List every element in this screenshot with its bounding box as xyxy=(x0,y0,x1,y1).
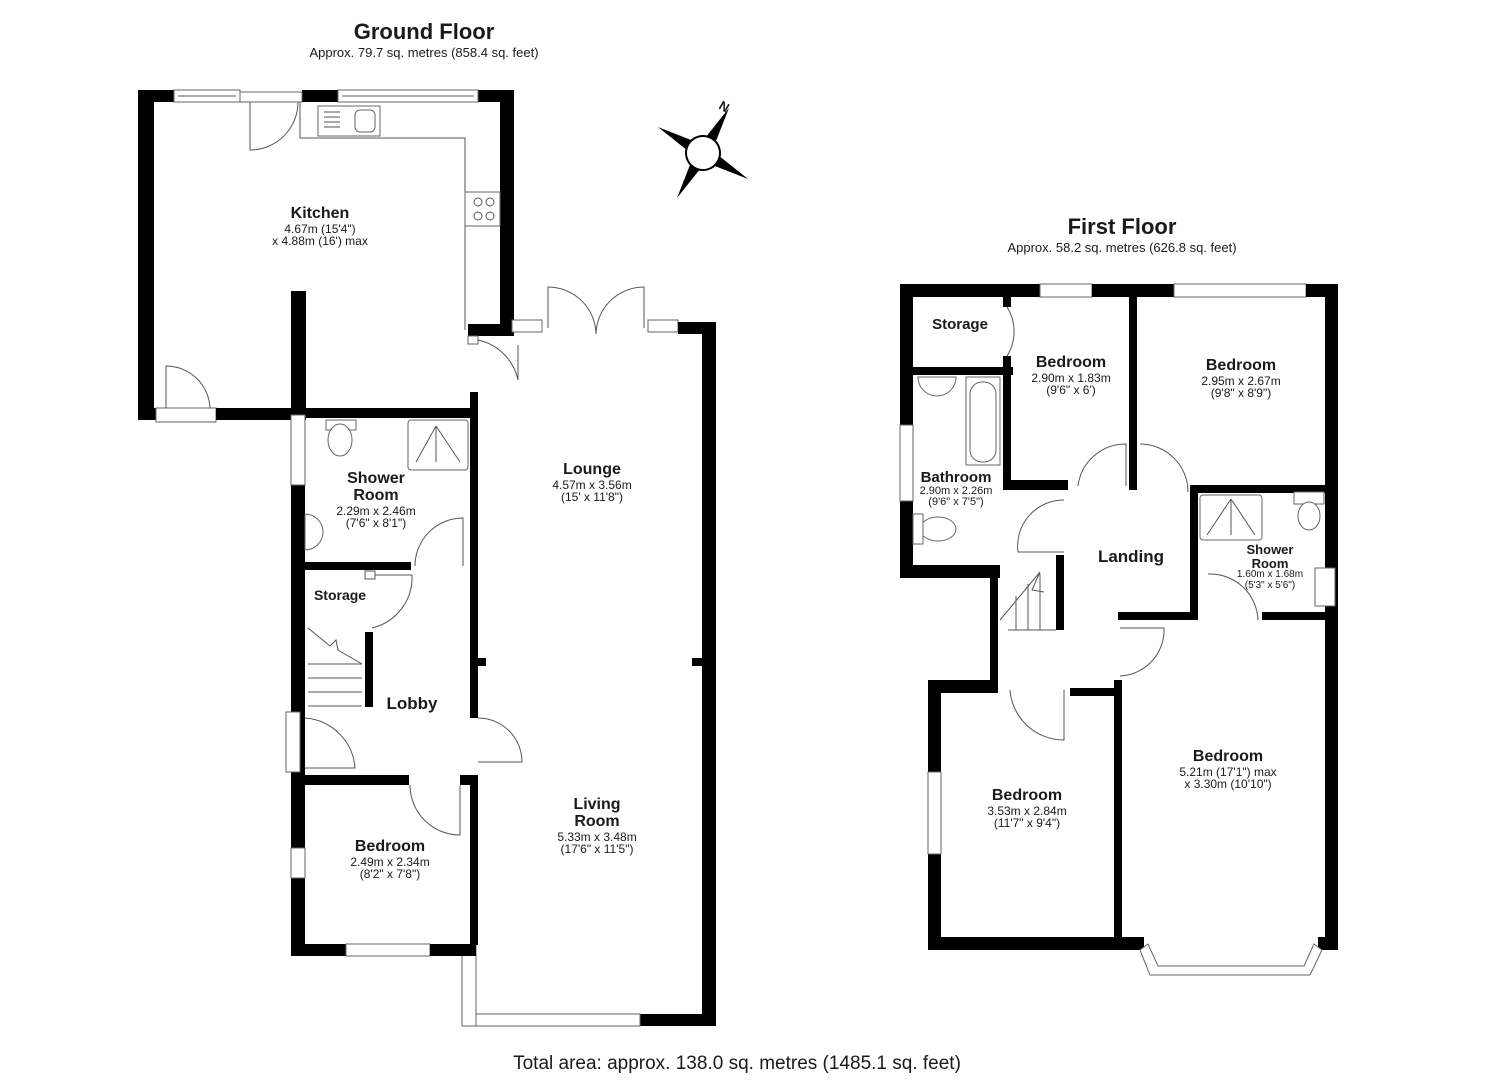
room-dimensions: 5.33m x 3.48m xyxy=(557,829,637,844)
room-label-kitchen: Kitchen 4.67m (15'4") x 4.88m (16') max xyxy=(272,205,368,249)
room-name: Kitchen xyxy=(290,205,350,222)
room-dimensions: 2.29m x 2.46m xyxy=(336,503,416,518)
window xyxy=(899,424,914,502)
room-label-bedroom-rear: Bedroom 2.95m x 2.67m (9'8" x 8'9") xyxy=(1201,357,1281,401)
room-label-bedroom: Bedroom 2.49m x 2.34m (8'2" x 7'8") xyxy=(350,838,430,882)
room-dimensions: 5.21m (17'1") max xyxy=(1179,764,1277,779)
basin-icon xyxy=(917,376,957,397)
living-room-east-wall xyxy=(702,322,716,1026)
ground-floor-title: Ground Floor xyxy=(353,19,495,44)
room-dimensions: x 4.88m (16') max xyxy=(272,234,368,249)
first-floor-plan xyxy=(899,283,1338,976)
room-dimensions: (15' x 11'8") xyxy=(561,490,623,505)
room-name: Room xyxy=(574,812,620,830)
room-dimensions: x 3.30m (10'10") xyxy=(1184,777,1272,792)
room-label-bathroom: Bathroom 2.90m x 2.26m (9'6" x 7'5") xyxy=(920,470,993,509)
kitchen-east-wall xyxy=(500,90,514,336)
room-dimensions: 2.49m x 2.34m xyxy=(350,854,430,869)
room-name: Bedroom xyxy=(1205,357,1277,374)
window xyxy=(345,943,431,957)
shower-tray-icon xyxy=(407,419,469,471)
staircase-icon xyxy=(999,571,1056,631)
room-name: Room xyxy=(1251,555,1289,571)
room-label-shower-room-first: Shower Room 1.60m x 1.68m (5'3" x 5'6") xyxy=(1237,543,1303,591)
room-dimensions: (11'7" x 9'4") xyxy=(993,816,1061,831)
room-dimensions: 2.90m x 2.26m xyxy=(919,484,993,497)
room-name: Shower xyxy=(1246,542,1294,557)
toilet-icon xyxy=(327,423,353,457)
room-dimensions: (7'6" x 8'1") xyxy=(345,516,407,531)
room-dimensions: 2.90m x 1.83m xyxy=(1031,370,1111,385)
room-label-shower-room: Shower Room 2.29m x 2.46m (7'6" x 8'1") xyxy=(336,470,416,531)
room-label-landing: Landing xyxy=(1097,547,1165,566)
basin-icon xyxy=(304,513,324,551)
room-name: Bedroom xyxy=(1035,354,1107,371)
room-dimensions: (9'8" x 8'9") xyxy=(1210,386,1272,401)
window xyxy=(290,414,306,486)
ground-floor-plan xyxy=(138,89,716,1027)
room-label-storage: Storage xyxy=(313,587,367,603)
room-dimensions: (9'6" x 6') xyxy=(1046,383,1096,398)
window xyxy=(927,771,942,855)
room-name: Bathroom xyxy=(920,469,992,486)
ground-floor-area: Approx. 79.7 sq. metres (858.4 sq. feet) xyxy=(309,45,539,60)
room-label-storage-first: Storage xyxy=(932,316,988,333)
room-name: Living xyxy=(573,796,621,813)
room-dimensions: (8'2" x 7'8") xyxy=(359,867,421,882)
room-dimensions: 1.60m x 1.68m xyxy=(1236,569,1304,581)
staircase-icon xyxy=(307,627,363,707)
bay-window xyxy=(1139,943,1323,976)
compass-rose-icon xyxy=(657,107,749,199)
toilet-icon xyxy=(919,516,957,542)
kitchen-west-wall xyxy=(138,90,154,420)
room-dimensions: (17'6" x 11'5") xyxy=(560,842,634,857)
hob-icon xyxy=(464,191,501,227)
room-name: Shower xyxy=(347,470,405,487)
french-door-swing xyxy=(547,286,597,335)
total-area: Total area: approx. 138.0 sq. metres (14… xyxy=(513,1053,961,1074)
room-dimensions: (9'6" x 7'5") xyxy=(928,496,984,509)
basin-icon xyxy=(1314,567,1336,607)
room-dimensions: 2.95m x 2.67m xyxy=(1201,373,1281,388)
room-name: Bedroom xyxy=(991,787,1063,804)
room-dimensions: (5'3" x 5'6") xyxy=(1244,579,1296,591)
room-dimensions: 4.67m (15'4") xyxy=(284,221,356,236)
window xyxy=(1173,283,1307,298)
toilet-icon xyxy=(1297,501,1321,531)
room-dimensions: 3.53m x 2.84m xyxy=(987,803,1067,818)
door-swing xyxy=(249,101,299,151)
first-floor-title: First Floor xyxy=(1067,214,1177,239)
door-swing xyxy=(165,365,211,409)
room-label-lobby: Lobby xyxy=(386,694,438,713)
room-dimensions: 4.57m x 3.56m xyxy=(552,477,632,492)
window xyxy=(461,1013,641,1027)
room-label-lounge: Lounge 4.57m x 3.56m (15' x 11'8") xyxy=(552,461,632,505)
room-label-bedroom-small: Bedroom 2.90m x 1.83m (9'6" x 6') xyxy=(1031,354,1111,398)
first-floor-area: Approx. 58.2 sq. metres (626.8 sq. feet) xyxy=(1007,240,1237,255)
room-name: Bedroom xyxy=(354,838,426,855)
room-label-living-room: Living Room 5.33m x 3.48m (17'6" x 11'5"… xyxy=(557,796,637,857)
room-name: Room xyxy=(353,486,399,504)
window xyxy=(290,847,306,879)
room-name: Bedroom xyxy=(1192,748,1264,765)
room-name: Lounge xyxy=(563,461,621,478)
window xyxy=(1039,283,1093,298)
window xyxy=(461,944,477,1027)
room-label-bedroom-left: Bedroom 3.53m x 2.84m (11'7" x 9'4") xyxy=(987,787,1067,831)
room-label-bedroom-front: Bedroom 5.21m (17'1") max x 3.30m (10'10… xyxy=(1179,748,1277,792)
